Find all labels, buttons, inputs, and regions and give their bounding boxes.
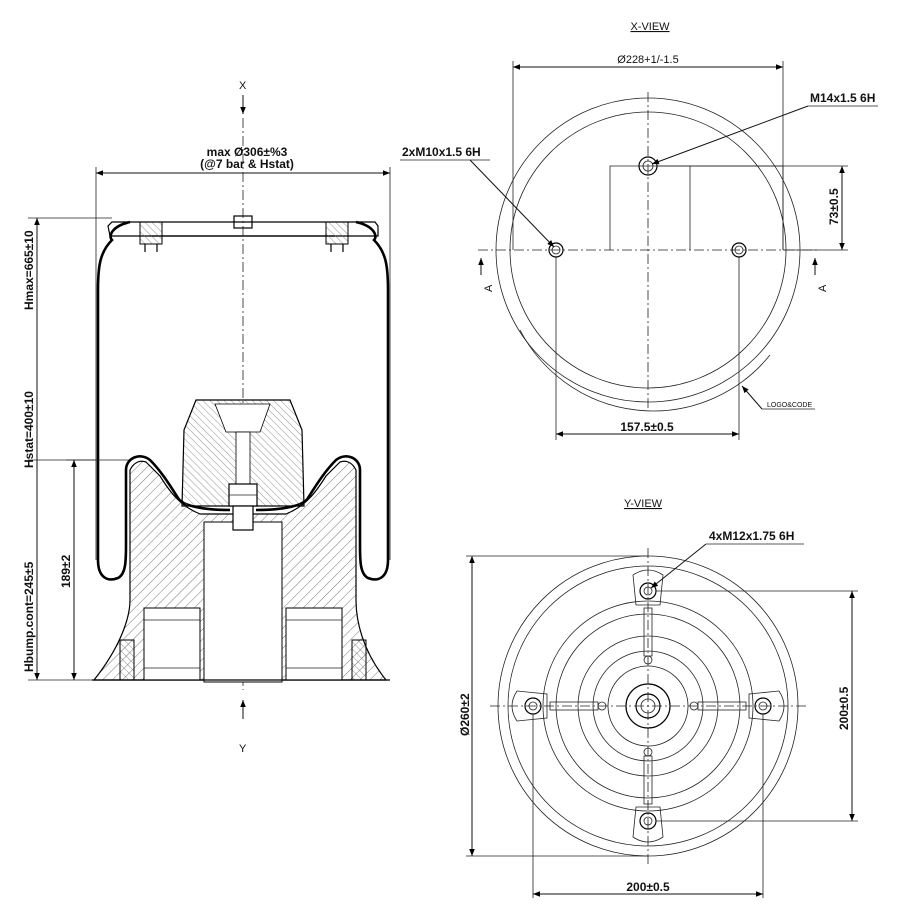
x-view-side-thread: 2xM10x1.5 6H <box>402 145 481 159</box>
y-view: Y-VIEW <box>458 498 858 898</box>
x-view-spacing: 157.5±0.5 <box>620 420 674 434</box>
hbump-label: Hbump.cont=245±5 <box>22 561 36 672</box>
max-diameter-condition: (@7 bar & Hstat) <box>200 157 294 171</box>
section-a-right: A <box>817 284 829 292</box>
h189-label: 189±2 <box>59 554 73 588</box>
max-diameter-label: max Ø306±%3 <box>207 145 288 159</box>
section-a-left: A <box>483 284 495 292</box>
x-view: X-VIEW Ø228+1/-1.5 M14x1.5 6H 2xM10x1.5 … <box>400 21 878 440</box>
x-view-center-thread: M14x1.5 6H <box>810 91 875 105</box>
x-view-top-diameter: Ø228+1/-1.5 <box>617 54 678 66</box>
y-view-horizontal-spacing: 200±0.5 <box>626 880 670 894</box>
y-axis-label: Y <box>239 743 247 755</box>
side-view: X Y max Ø306±%3 (@7 bar & Hstat) <box>22 80 391 755</box>
x-axis-label: X <box>239 80 247 92</box>
hmax-label: Hmax=665±10 <box>22 230 36 310</box>
x-view-title: X-VIEW <box>630 21 670 33</box>
y-view-vertical-spacing: 200±0.5 <box>837 686 851 730</box>
y-view-title: Y-VIEW <box>624 498 663 510</box>
hstat-label: Hstat=400±10 <box>22 391 36 468</box>
y-view-diameter: Ø260±2 <box>458 693 472 736</box>
y-view-thread: 4xM12x1.75 6H <box>709 529 794 543</box>
x-view-offset: 73±0.5 <box>827 188 841 225</box>
x-view-logo: LOGO&CODE <box>767 402 812 409</box>
